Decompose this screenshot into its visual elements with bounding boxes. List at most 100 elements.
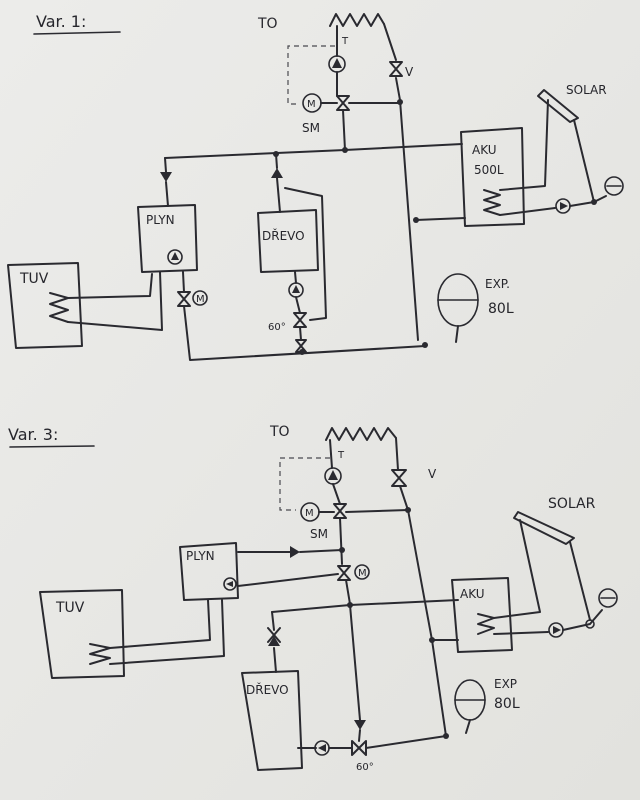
v1-tank-return-pipe — [415, 217, 466, 221]
variant-1-heading: Var. 1: — [36, 12, 86, 31]
v3-wood-boiler — [241, 670, 303, 771]
v3-junction-dot — [405, 507, 411, 513]
v1-check-valve-icon — [160, 172, 172, 182]
variant-3-diagram: Var. 3: TO T M SM V PLYN M — [8, 424, 618, 773]
v1-valve-v-icon — [389, 61, 403, 77]
v1-pipe — [299, 326, 302, 341]
v3-wood-valve-icon — [267, 627, 281, 643]
v3-solar-junction — [585, 619, 595, 629]
v3-return-header — [365, 735, 447, 749]
v3-solar-expansion-icon — [598, 588, 618, 608]
v3-to-label: TO — [269, 424, 290, 440]
v3-gas-boiler — [179, 542, 239, 601]
v3-motor-letter: M — [305, 508, 314, 519]
v3-tank-name: AKU — [460, 587, 485, 601]
v3-wood-pump-arrow-icon — [318, 744, 326, 752]
v3-junction-dot — [429, 637, 435, 643]
variant-3-heading-underline — [9, 445, 95, 448]
v1-pipe — [182, 271, 185, 293]
v3-exp-label: EXP — [494, 677, 517, 691]
v3-pipe — [345, 579, 351, 605]
v3-radiator-icon — [325, 427, 397, 441]
v3-temp-label: 60° — [356, 762, 374, 773]
variant-3-heading: Var. 3: — [8, 425, 58, 444]
v1-wood-valve-icon — [295, 339, 307, 353]
v3-hot-water-tank — [39, 589, 125, 679]
v1-servomotor-label: SM — [302, 121, 320, 135]
v3-bypass-arrow-icon — [354, 720, 366, 730]
v1-mixing-valve-icon — [336, 95, 350, 111]
v1-tank-name: AKU — [472, 143, 497, 157]
v3-thermostat-label: T — [337, 450, 345, 461]
v3-solar-pipe — [493, 631, 549, 635]
v1-radiator-icon — [329, 13, 385, 27]
v1-tank-coil-icon — [483, 189, 501, 216]
v3-valve-v-label: V — [428, 467, 437, 481]
v3-mixing-valve-icon — [333, 503, 347, 519]
v1-junction-dot — [422, 342, 428, 348]
v3-hot-water-label: TUV — [55, 600, 85, 616]
v1-solar-pipe — [499, 207, 556, 216]
v1-junction-dot — [397, 99, 403, 105]
v1-to-label: TO — [257, 16, 278, 32]
v1-motor-letter: M — [307, 99, 316, 110]
v3-pipe — [271, 611, 275, 631]
v1-temp-label: 60° — [268, 322, 286, 333]
v1-solar-pipe — [499, 99, 549, 191]
v1-pipe — [275, 153, 278, 169]
v1-pipe — [276, 177, 281, 213]
v3-thermostat-link — [279, 457, 330, 511]
v3-bypass-pipe — [345, 509, 409, 513]
v3-pipe — [299, 549, 343, 553]
v1-gas-motor-letter: M — [196, 294, 205, 305]
v3-pipe — [358, 729, 361, 742]
v1-wood-pump-arrow-icon — [292, 285, 300, 293]
v3-wood-bypass-pipe — [349, 604, 361, 721]
v3-accumulation-tank — [451, 577, 513, 653]
variant-1-diagram: Var. 1: TO T M SM V — [7, 12, 624, 361]
v1-return-header — [183, 305, 426, 361]
v3-solar-pipe — [493, 519, 541, 619]
v3-wood-mixing-valve-icon — [351, 740, 367, 756]
v1-tuv-pipe — [67, 273, 153, 299]
v1-junction-dot — [591, 199, 597, 205]
v1-pipe — [342, 109, 346, 151]
v1-exp-label: EXP. — [485, 277, 510, 291]
v1-pipe — [164, 157, 167, 173]
v1-solar-label: SOLAR — [566, 83, 607, 97]
v1-gas-pump-icon — [167, 249, 183, 265]
v1-gas-boiler — [137, 204, 198, 273]
v1-wood-boiler — [257, 209, 319, 273]
v3-tank-coil-icon — [477, 613, 495, 635]
v1-valve-v-label: V — [405, 65, 414, 79]
v1-tuv-pipe — [67, 271, 163, 331]
v3-gas-motor-icon — [354, 564, 370, 580]
v1-supply-header — [164, 143, 463, 159]
v3-pump-arrow-icon — [328, 470, 338, 480]
v3-pipe — [395, 437, 399, 471]
v3-solar-pipe — [562, 609, 603, 631]
v1-pipe — [165, 181, 169, 207]
v3-tuv-coil-icon — [89, 643, 111, 665]
v3-pipe — [339, 517, 343, 565]
v1-thermostat-link — [287, 45, 335, 105]
v1-pipe — [383, 23, 397, 61]
v3-pipe — [332, 483, 341, 505]
v3-pipe — [273, 647, 277, 673]
v1-junction-dot — [299, 349, 305, 355]
v3-gas-mixing-valve-icon — [337, 565, 351, 581]
v1-tank-volume: 500L — [474, 163, 504, 177]
v3-gas-pump-arrow-icon — [226, 581, 233, 587]
v1-gas-motor-icon — [192, 290, 208, 306]
v1-solar-expansion-icon — [604, 176, 624, 196]
v1-wood-check-valve-icon — [271, 168, 283, 178]
v3-solar-collector-icon — [513, 511, 575, 545]
v3-solar-pipe — [569, 541, 591, 621]
v1-wood-mixing-valve-icon — [293, 312, 307, 328]
v1-accumulation-tank — [460, 127, 525, 227]
v3-solar-pump-arrow-icon — [553, 626, 561, 634]
v3-tuv-pipe — [109, 599, 211, 649]
